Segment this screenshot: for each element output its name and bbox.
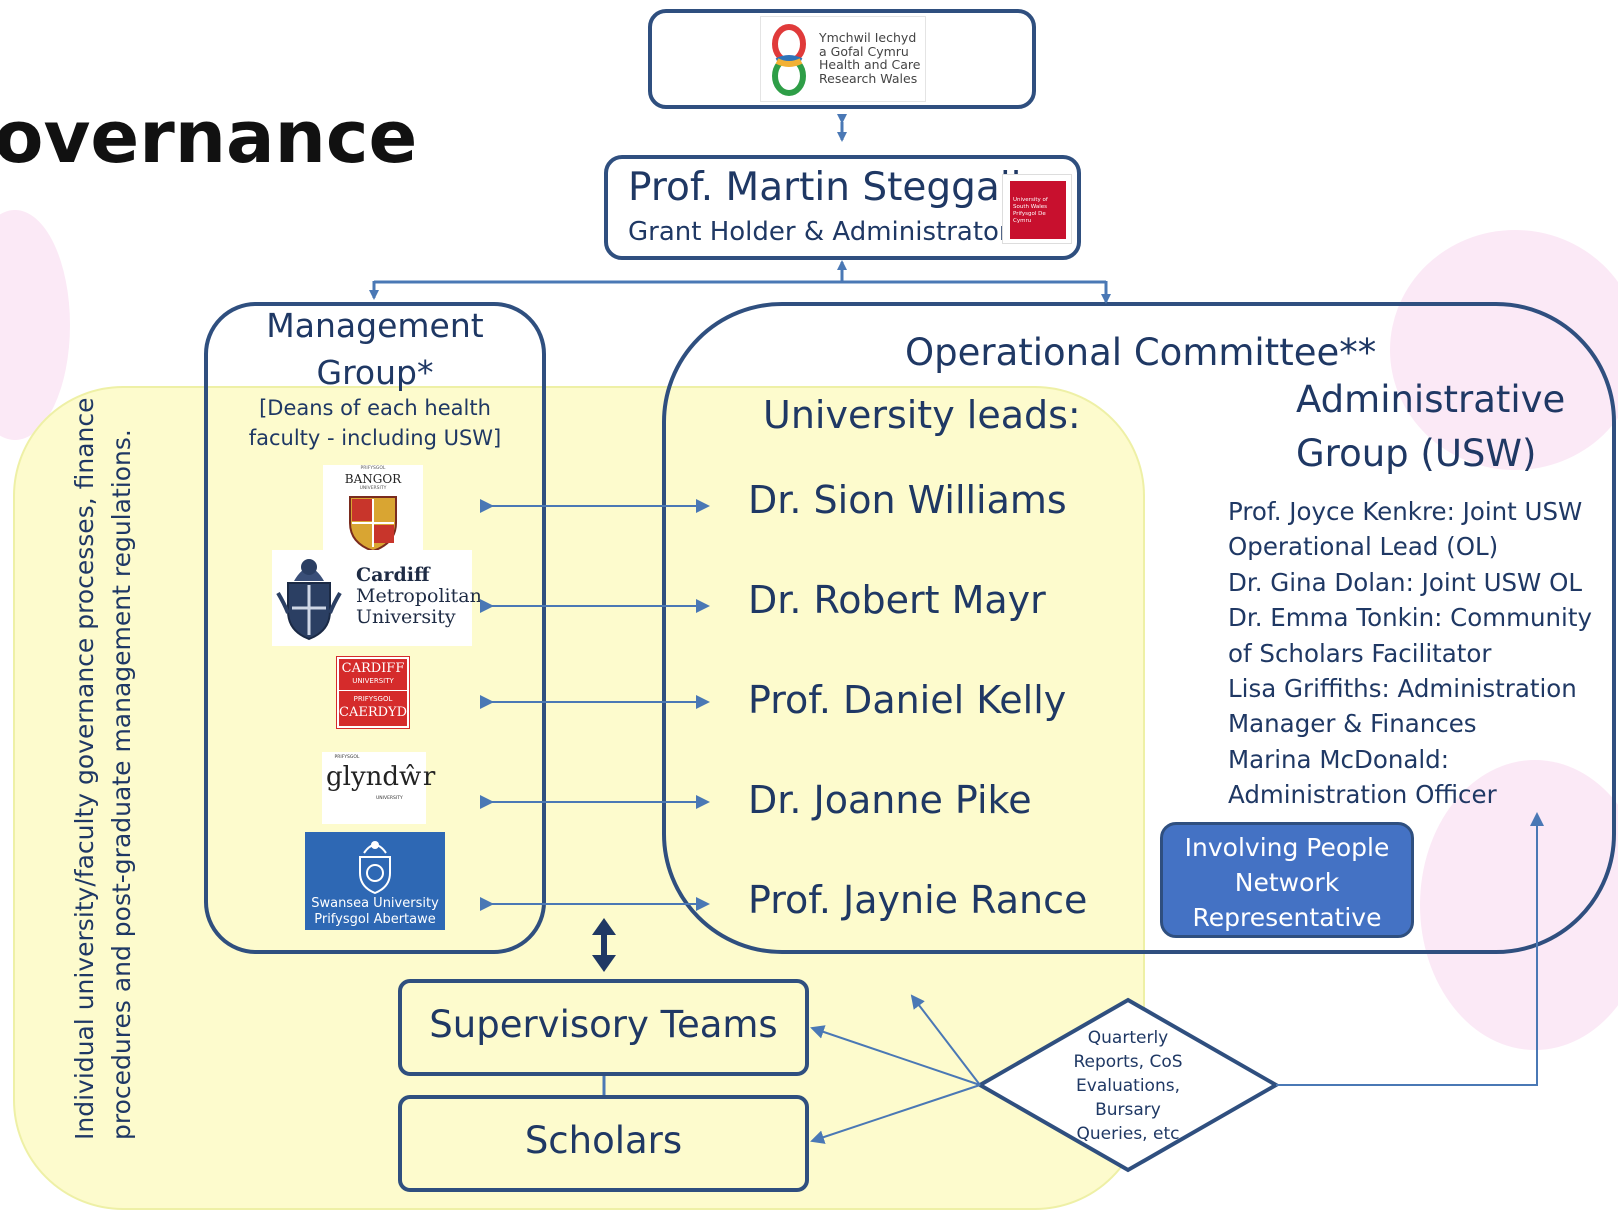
swansea-university-logo: Swansea University Prifysgol Abertawe (305, 832, 445, 930)
admin-member-line: Dr. Emma Tonkin: Community (1228, 603, 1592, 633)
glyndwr-logo: PRIFYSGOL glyndŵr UNIVERSITY (322, 752, 435, 824)
swansea-line-2: Prifysgol Abertawe (314, 912, 436, 927)
bangor-small-text: PRIFYSGOL (360, 466, 386, 471)
cardiff-met-crest-icon (276, 559, 342, 641)
university-leads-heading: University leads: (763, 393, 1081, 437)
admin-member-line: Lisa Griffiths: Administration (1228, 674, 1577, 704)
bangor-logo: PRIFYSGOL BANGOR UNIVERSITY (323, 465, 423, 557)
swansea-crest-icon (359, 841, 391, 895)
cardiff-met-line-1: Cardiff (356, 564, 430, 586)
cardiff-met-line-2: Metropolitan (356, 585, 482, 607)
lead-name: Dr. Robert Mayr (748, 578, 1046, 622)
admin-group-members: Prof. Joyce Kenkre: Joint USW Operationa… (1228, 494, 1592, 813)
cardiff-met-logo: Cardiff Metropolitan University (272, 550, 482, 646)
management-title-line-1: Management (266, 306, 484, 345)
supervisory-teams-label: Supervisory Teams (429, 1003, 778, 1046)
reports-to-admin-arrow (1276, 812, 1544, 1086)
grant-holder-name: Prof. Martin Steggall (628, 165, 1022, 210)
grant-holder-role: Grant Holder & Administrator (628, 217, 1010, 247)
management-title-line-2: Group* (316, 353, 434, 392)
management-group-subtitle: [Deans of each health faculty - includin… (204, 393, 546, 453)
admin-member-line: Dr. Gina Dolan: Joint USW OL (1228, 567, 1583, 597)
cardiff-line-3: PRIFYSGOL (353, 695, 393, 703)
hcrw-line-3: Health and Care (819, 57, 921, 72)
scholars-label: Scholars (524, 1119, 683, 1162)
swansea-line-1: Swansea University (311, 896, 439, 911)
admin-title-line-2: Group (USW) (1296, 432, 1537, 475)
involving-people-line-3: Representative (1192, 903, 1382, 932)
reports-diamond (975, 997, 1281, 1173)
admin-member-line: Operational Lead (OL) (1228, 532, 1499, 562)
cardiff-university-logo: CARDIFF UNIVERSITY PRIFYSGOL CAERDYD (336, 656, 410, 729)
hcrw-line-1: Ymchwil Iechyd (819, 30, 917, 45)
reports-line-1: Quarterly (1087, 1028, 1169, 1048)
management-group-box (204, 302, 546, 954)
reports-to-scholars-arrow (810, 1084, 981, 1144)
management-subtitle-line-1: [Deans of each health (259, 396, 491, 420)
reports-diamond-text: Quarterly Reports, CoS Evaluations, Burs… (1028, 1026, 1228, 1146)
hcrw-infinity-icon (772, 24, 806, 96)
admin-title-line-1: Administrative (1296, 378, 1566, 421)
reports-to-committee-arrow (910, 994, 981, 1086)
usw-logo: University of South Wales Prifysgol De C… (1002, 174, 1072, 244)
reports-line-4: Bursary (1095, 1100, 1161, 1120)
involving-people-line-1: Involving People (1184, 833, 1390, 862)
admin-member-line: Manager & Finances (1228, 709, 1477, 739)
funder-box (648, 9, 1036, 109)
operational-committee-title: Operational Committee** (905, 331, 1377, 374)
bangor-sub-text: UNIVERSITY (359, 486, 387, 491)
slide-title: overnance (0, 95, 418, 179)
management-group-title: Management Group* (204, 302, 546, 396)
cardiff-line-4: CAERDYD (339, 705, 408, 720)
reports-line-2: Reports, CoS (1073, 1052, 1183, 1072)
management-supervisory-arrow (592, 918, 616, 972)
lead-name: Dr. Sion Williams (748, 478, 1067, 522)
hcrw-line-4: Research Wales (819, 70, 918, 86)
bangor-name: BANGOR (344, 472, 402, 486)
usw-logo-text: University of South Wales Prifysgol De C… (1013, 197, 1048, 224)
hcrw-line-2: a Gofal Cymru (819, 43, 909, 59)
involving-people-line-2: Network (1234, 868, 1340, 897)
scholars-box (398, 1095, 809, 1192)
admin-member-line: of Scholars Facilitator (1228, 638, 1492, 668)
supervisory-teams-box (398, 979, 809, 1076)
reports-line-3: Evaluations, (1076, 1076, 1180, 1096)
glyndwr-sub-text: UNIVERSITY (376, 796, 403, 801)
cardiff-met-line-3: University (356, 606, 456, 628)
involving-people-box: Involving People Network Representative (1160, 822, 1414, 938)
admin-member-line: Prof. Joyce Kenkre: Joint USW (1228, 497, 1583, 526)
lead-name: Prof. Daniel Kelly (748, 678, 1067, 722)
glyndwr-name: glyndŵr (326, 762, 436, 792)
lead-name: Dr. Joanne Pike (748, 778, 1032, 822)
admin-member-line: Administration Officer (1228, 780, 1497, 810)
grant-holder-box (604, 155, 1081, 260)
admin-member-line: Marina McDonald: (1228, 744, 1449, 774)
reports-to-supervisory-arrow (810, 1025, 981, 1086)
admin-group-title: Administrative Group (USW) (1296, 373, 1565, 481)
glyndwr-small-text: PRIFYSGOL (334, 755, 360, 760)
hcrw-logo: Ymchwil Iechyd a Gofal Cymru Health and … (760, 16, 926, 102)
management-subtitle-line-2: faculty - including USW] (248, 426, 502, 450)
cardiff-line-1: CARDIFF (341, 661, 405, 676)
lead-name: Prof. Jaynie Rance (748, 878, 1088, 922)
operational-committee-box (662, 302, 1616, 954)
reports-line-5: Queries, etc (1076, 1124, 1180, 1144)
cardiff-line-2: UNIVERSITY (352, 677, 394, 685)
